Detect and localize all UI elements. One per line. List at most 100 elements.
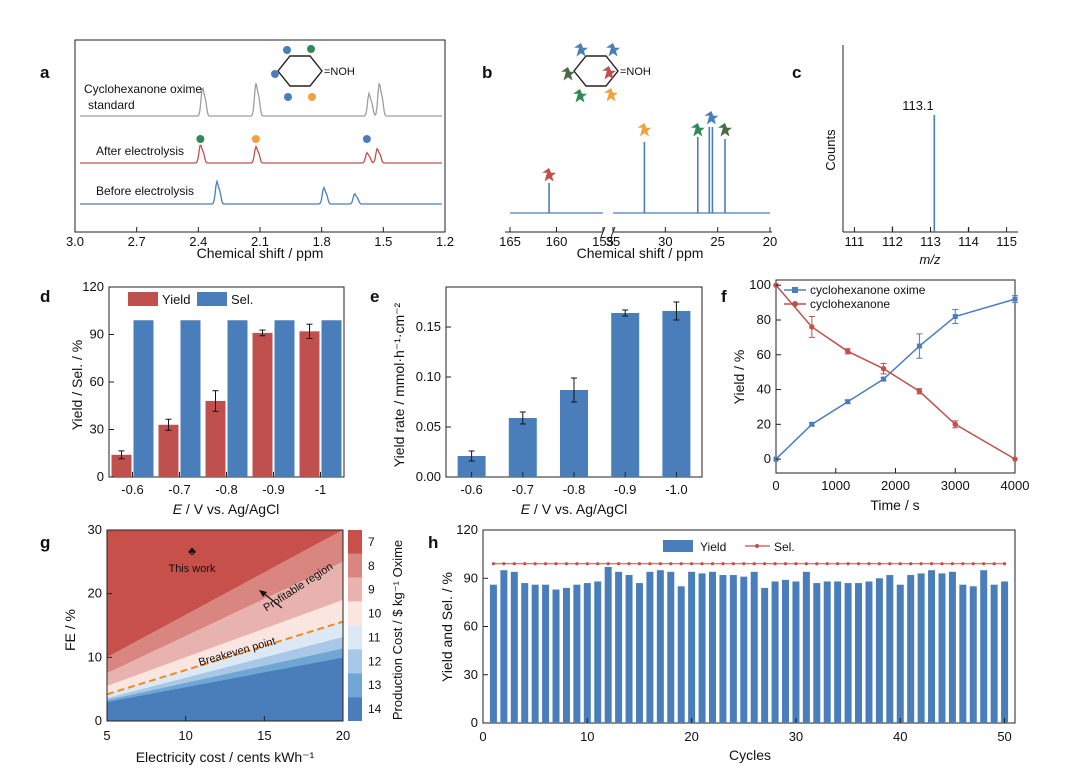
selectivity-point xyxy=(877,562,881,566)
yield-bar xyxy=(573,584,581,723)
yield-bar xyxy=(782,579,790,723)
x-tick-label: 2.7 xyxy=(128,234,146,249)
selectivity-point xyxy=(731,562,735,566)
x-tick-label: 35 xyxy=(606,234,620,249)
x-tick-label: -0.7 xyxy=(512,482,534,497)
yield-bar xyxy=(896,584,904,723)
selectivity-point xyxy=(929,562,934,566)
selectivity-point xyxy=(815,562,819,566)
selectivity-point xyxy=(773,562,777,566)
yield-bar xyxy=(510,571,518,723)
selectivity-point xyxy=(502,562,506,566)
assignment-dot xyxy=(196,135,205,143)
rate-bar xyxy=(662,311,691,477)
yield-bar xyxy=(886,575,894,723)
selectivity-point xyxy=(940,562,944,566)
x-tick-label: 10 xyxy=(580,729,594,744)
yield-bar xyxy=(688,571,696,723)
plot-frame-a xyxy=(74,39,446,233)
x-axis-label-b: Chemical shift / ppm xyxy=(577,245,704,261)
y-tick-label: 20 xyxy=(88,586,102,601)
panel-e: e -0.6-0.7-0.8-0.9-1.00.000.050.100.15 Y… xyxy=(370,286,703,517)
x-tick-label: 30 xyxy=(789,729,803,744)
yield-bar xyxy=(771,581,779,723)
selectivity-point xyxy=(523,562,527,566)
assignment-star xyxy=(704,111,719,125)
colorbar-tick-label: 13 xyxy=(368,678,382,692)
x-tick-label: -0.6 xyxy=(460,482,482,497)
x-tick-label: -0.9 xyxy=(614,482,636,497)
assignment-dot xyxy=(251,135,260,143)
rate-bar xyxy=(560,390,588,477)
selectivity-point xyxy=(721,562,725,566)
yield-bar xyxy=(500,570,508,723)
x-tick-label: 1.5 xyxy=(374,234,392,249)
y-tick-label: 60 xyxy=(464,619,478,634)
x-tick-label: 1000 xyxy=(821,478,850,493)
selectivity-point xyxy=(783,562,788,566)
colorbar-swatch xyxy=(348,601,362,626)
y-tick-label: 0 xyxy=(97,469,104,484)
molecule-structure-b: =NOH xyxy=(561,43,651,103)
panel-letter-d: d xyxy=(40,287,50,306)
y-tick-label: 120 xyxy=(82,279,104,294)
selectivity-point xyxy=(888,562,892,566)
trace-label-before: Before electrolysis xyxy=(96,184,194,198)
selectivity-point xyxy=(606,562,610,566)
legend-h: Yield Sel. xyxy=(663,540,795,554)
legend-d: Yield Sel. xyxy=(128,292,253,307)
x-axis-label-e: E / V vs. Ag/AgCl xyxy=(521,501,628,517)
yield-bar xyxy=(938,573,946,723)
yield-bar xyxy=(875,578,883,723)
y-tick-label: 30 xyxy=(464,667,478,682)
selectivity-point xyxy=(794,562,798,566)
y-tick-label: 0.15 xyxy=(416,319,441,334)
legend-f: cyclohexanone oxime cyclohexanone xyxy=(784,283,926,311)
x-tick-label: 50 xyxy=(997,729,1011,744)
selectivity-point xyxy=(617,562,621,566)
cost-band xyxy=(107,636,343,700)
x-tick-label: 115 xyxy=(996,234,1017,249)
colorbar-label: Production Cost / $ kg⁻¹ Oxime xyxy=(390,540,405,720)
svg-text:cyclohexanone oxime: cyclohexanone oxime xyxy=(810,283,926,297)
y-tick-label: 0 xyxy=(95,713,102,728)
colorbar-tick-label: 9 xyxy=(368,583,375,597)
selectivity-bar xyxy=(227,320,248,477)
rate-bar xyxy=(611,313,640,477)
svg-text:cyclohexanone: cyclohexanone xyxy=(810,297,890,311)
selectivity-point xyxy=(742,562,746,566)
x-axis-label-f: Time / s xyxy=(870,497,919,513)
svg-text:=NOH: =NOH xyxy=(620,66,651,78)
colorbar-tick-label: 14 xyxy=(368,702,382,716)
series-line xyxy=(775,284,1016,460)
yield-bar xyxy=(542,584,550,723)
selectivity-bar xyxy=(133,320,154,477)
x-tick-label: 20 xyxy=(763,234,777,249)
selectivity-point xyxy=(543,562,548,566)
rate-bar xyxy=(457,456,486,477)
yield-bar xyxy=(792,581,800,723)
y-tick-label: 0 xyxy=(764,451,771,466)
x-tick-label: 165 xyxy=(499,234,521,249)
colorbar-tick-label: 11 xyxy=(368,630,381,644)
y-tick-label: 80 xyxy=(757,312,771,327)
x-tick-label: -0.8 xyxy=(215,482,237,497)
y-axis-label-g: FE / % xyxy=(62,609,78,651)
yield-bar xyxy=(855,583,863,723)
y-tick-label: 90 xyxy=(464,570,478,585)
x-tick-label: 2.1 xyxy=(251,234,269,249)
nmr-traces xyxy=(80,82,442,205)
yield-bar xyxy=(552,589,560,723)
cost-band xyxy=(107,530,343,674)
x-tick-label: 111 xyxy=(845,234,865,249)
x-tick-label: 155 xyxy=(592,234,614,249)
panel-letter-f: f xyxy=(721,287,727,306)
y-tick-label: 100 xyxy=(749,277,771,292)
selectivity-point xyxy=(950,562,955,566)
y-axis-label-e: Yield rate / mmol·h⁻¹·cm⁻² xyxy=(391,302,407,467)
